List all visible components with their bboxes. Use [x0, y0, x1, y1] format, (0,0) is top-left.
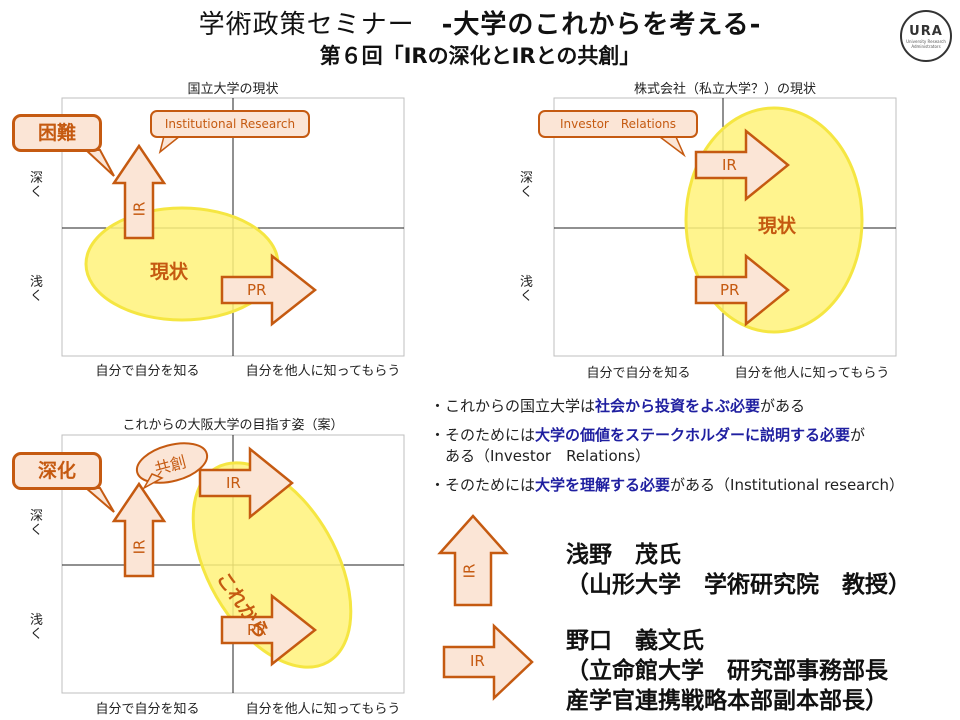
- current-state-label: 現状: [150, 261, 189, 283]
- bullet-item: ・そのためには大学の価値をステークホルダーに説明する必要が ある（Investo…: [430, 425, 955, 467]
- company-pr-arrow-label: PR: [720, 281, 740, 299]
- quadrant-osaka-y-high: 深く: [30, 509, 44, 538]
- institutional-research-callout-tail: [158, 135, 183, 154]
- speaker2-name: 野口 義文氏: [566, 628, 704, 654]
- osaka-ir-up-arrow: [111, 481, 167, 578]
- quadrant-company-y-low: 浅く: [520, 275, 534, 304]
- osaka-ir-up-arrow-label: IR: [130, 539, 149, 555]
- bullet-highlight: 大学を理解する必要: [535, 476, 671, 494]
- ura-logo-subtext: University Research Administrators: [906, 39, 946, 49]
- ura-logo: URA University Research Administrators: [900, 10, 952, 62]
- company-state-label: 現状: [758, 215, 797, 237]
- osaka-pr-right-arrow: [220, 593, 318, 667]
- speaker1-name: 浅野 茂氏: [566, 542, 681, 568]
- page-title: 学術政策セミナー -大学のこれからを考える-: [0, 4, 960, 41]
- quadrant-national-y-low: 浅く: [30, 275, 44, 304]
- quadrant-osaka-y-low: 浅く: [30, 613, 44, 642]
- speaker1-affiliation: （山形大学 学術研究院 教授）: [566, 572, 911, 598]
- investor-relations-callout: Investor Relations: [538, 110, 698, 138]
- bullet-text: が: [850, 426, 866, 444]
- speaker2-affiliation-2: 産学官連携戦略本部副本部長）: [566, 688, 888, 714]
- ir-up-arrow: [111, 143, 167, 240]
- bullet-list: ・これからの国立大学は社会から投資をよぶ必要がある ・そのためには大学の価値をス…: [430, 396, 955, 496]
- quadrant-national-x-right: 自分を他人に知ってもらう: [245, 364, 401, 379]
- bullet-text: ・これからの国立大学は: [430, 397, 596, 415]
- quadrant-national-y-high: 深く: [30, 171, 44, 200]
- quadrant-company-y-high: 深く: [520, 171, 534, 200]
- company-ir-arrow-label: IR: [722, 156, 737, 174]
- pr-right-arrow: [220, 253, 318, 327]
- difficulty-callout-tail: [83, 149, 115, 177]
- speaker1-ir-up-arrow: [437, 514, 509, 607]
- ir-up-arrow-label: IR: [130, 201, 149, 217]
- quadrant-osaka-x-right: 自分を他人に知ってもらう: [245, 702, 401, 717]
- bullet-text: がある: [760, 397, 806, 415]
- speaker2-ir-right-arrow: [442, 623, 534, 701]
- investor-relations-callout-tail: [657, 136, 686, 158]
- company-ir-arrow: [694, 128, 790, 202]
- cocreation-callout-tail: [142, 473, 164, 490]
- quadrant-osaka-x-left: 自分で自分を知る: [95, 702, 200, 717]
- bullet-item: ・そのためには大学を理解する必要がある（Institutional resear…: [430, 475, 955, 496]
- deepen-callout: 深化: [12, 452, 102, 490]
- bullet-text: がある（Institutional research）: [670, 476, 904, 494]
- osaka-ir-right-arrow: [198, 446, 294, 520]
- title-bold: -大学のこれからを考える-: [441, 10, 762, 40]
- quadrant-national-x-left: 自分で自分を知る: [95, 364, 200, 379]
- title-plain: 学術政策セミナー: [198, 10, 442, 40]
- bullet-item: ・これからの国立大学は社会から投資をよぶ必要がある: [430, 396, 955, 417]
- quadrant-company-x-left: 自分で自分を知る: [586, 366, 691, 381]
- osaka-pr-arrow-label: PR: [247, 621, 267, 639]
- speaker1-arrow-label: IR: [460, 563, 479, 579]
- quadrant-national-title: 国立大学の現状: [187, 82, 279, 97]
- company-pr-arrow: [694, 253, 790, 327]
- quadrant-company-title: 株式会社（私立大学？）の現状: [633, 82, 816, 97]
- bullet-text: ・そのためには: [430, 476, 536, 494]
- quadrant-company-x-right: 自分を他人に知ってもらう: [734, 366, 890, 381]
- ura-logo-text: URA: [909, 24, 943, 39]
- page-subtitle: 第６回「IRの深化とIRとの共創」: [319, 44, 641, 68]
- pr-arrow-label: PR: [247, 281, 267, 299]
- speaker2: 野口 義文氏 （立命館大学 研究部事務部長 産学官連携戦略本部副本部長）: [566, 626, 956, 716]
- institutional-research-callout: Institutional Research: [150, 110, 310, 138]
- bullet-text: ・そのためには: [430, 426, 536, 444]
- bullet-text-cont: ある（Investor Relations）: [430, 447, 650, 465]
- bullet-highlight: 社会から投資をよぶ必要: [595, 397, 761, 415]
- deepen-callout-tail: [83, 487, 115, 513]
- speaker2-arrow-label: IR: [470, 652, 485, 670]
- quadrant-osaka-title: これからの大阪大学の目指す姿（案）: [122, 418, 344, 433]
- difficulty-callout: 困難: [12, 114, 102, 152]
- bullet-highlight: 大学の価値をステークホルダーに説明する必要: [535, 426, 851, 444]
- speaker2-affiliation: （立命館大学 研究部事務部長: [566, 658, 888, 684]
- speaker1: 浅野 茂氏 （山形大学 学術研究院 教授）: [566, 540, 956, 600]
- cocreation-callout: [135, 442, 209, 484]
- osaka-ir-right-arrow-label: IR: [226, 474, 241, 492]
